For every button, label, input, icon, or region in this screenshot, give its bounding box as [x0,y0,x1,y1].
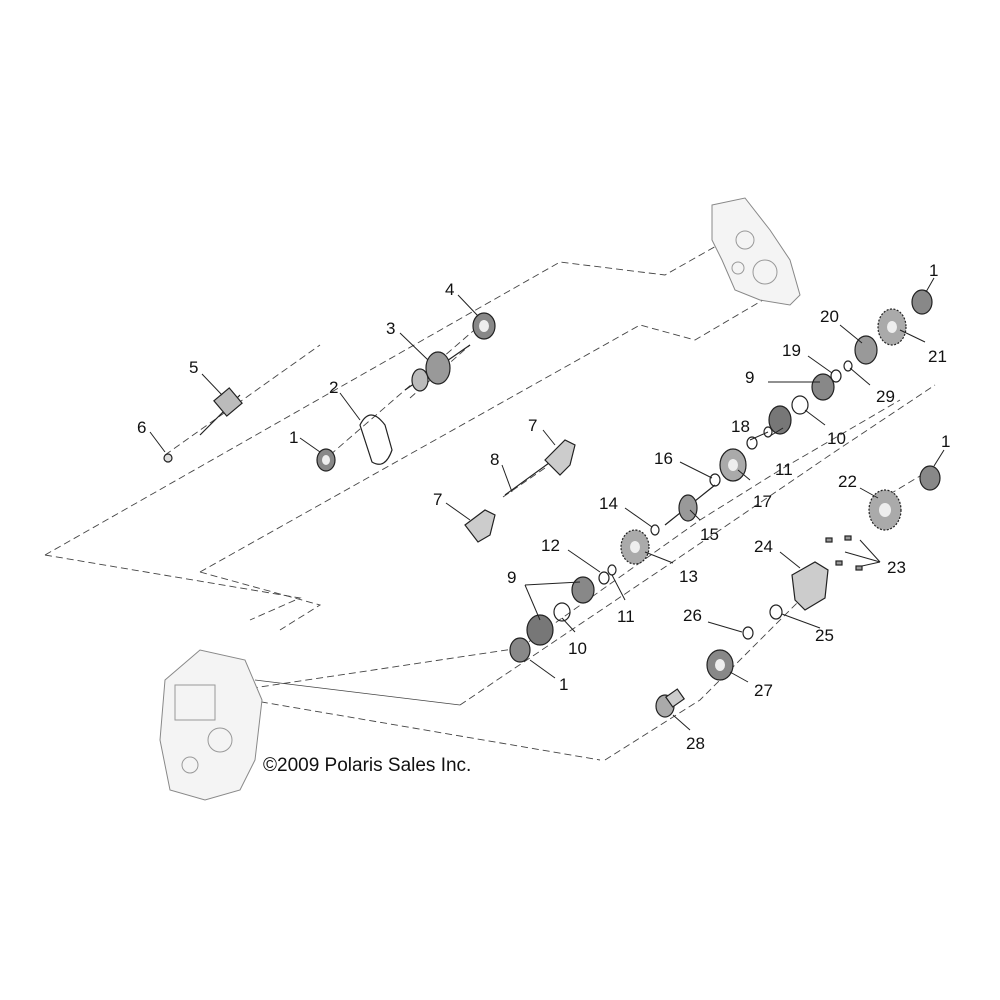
callout-28: 28 [686,734,705,753]
callout-1-right: 1 [941,432,950,451]
callout-27: 27 [754,681,773,700]
callout-25: 25 [815,626,834,645]
callout-4: 4 [445,280,454,299]
callout-5: 5 [189,358,198,377]
callout-17: 17 [753,492,772,511]
part-1-bearing-top-right [911,289,933,315]
callout-2: 2 [329,378,338,397]
callout-labels: 1 1 1 1 2 3 4 5 6 7 7 8 9 9 10 10 11 11 … [137,261,950,753]
part-24-bracket [791,561,829,611]
part-7-shift-fork-upper [544,439,576,476]
callout-15: 15 [700,525,719,544]
part-5-shift-shaft [199,387,243,436]
part-23-bolts [825,535,863,571]
transmission-case [159,649,263,801]
copyright-notice: ©2009 Polaris Sales Inc. [263,755,471,776]
callout-11-lower: 11 [617,607,635,626]
callout-29: 29 [876,387,895,406]
part-2-chain [359,414,393,465]
part-9-bearing-upper-a [768,405,792,435]
callout-14: 14 [599,494,618,513]
callout-23: 23 [887,558,906,577]
callout-9-upper: 9 [745,368,754,387]
part-10-ring-upper [791,395,809,415]
part-7-shift-fork-lower [464,509,496,543]
part-12-washer [598,571,610,585]
part-4-bearing [472,312,496,340]
callout-9-lower: 9 [507,568,516,587]
part-9-bearing-lower-b [571,576,595,604]
callout-20: 20 [820,307,839,326]
callout-7-upper: 7 [528,416,537,435]
callout-13: 13 [679,567,698,586]
part-6-ball [163,453,173,463]
part-22-gear [868,489,902,531]
callout-26: 26 [683,606,702,625]
callout-11-upper: 11 [775,460,793,479]
part-1-bearing-lower [509,637,531,663]
part-27-bearing [706,649,734,681]
callout-3: 3 [386,319,395,338]
part-3-input-shaft [404,344,471,392]
part-1-bearing [316,448,336,472]
assembly-guide-lines [44,244,936,761]
callout-12: 12 [541,536,560,555]
callout-21: 21 [928,347,947,366]
callout-1-left: 1 [289,428,298,447]
part-11-clip-upper [763,426,773,438]
part-9-bearing-upper-b [811,373,835,401]
part-18-washer [746,436,758,450]
callout-18: 18 [731,417,750,436]
callout-24: 24 [754,537,773,556]
callout-1-lower: 1 [559,675,568,694]
callout-19: 19 [782,341,801,360]
part-10-ring-lower [553,602,571,622]
leader-lines [149,277,945,731]
part-28-sleeve [655,688,686,718]
part-20-gear [854,335,878,365]
part-9-bearing-lower-a [526,614,554,646]
part-11-clip-lower [607,564,617,576]
callout-16: 16 [654,449,673,468]
part-19-washer [830,369,842,383]
callout-7-lower: 7 [433,490,442,509]
callout-6: 6 [137,418,146,437]
part-14-washer [650,524,660,536]
part-21-gear [877,308,907,346]
part-15-output-shaft [664,484,716,526]
gearcase-cover [711,197,801,306]
part-26-ring [742,626,754,640]
callout-10-upper: 10 [827,429,846,448]
callout-8: 8 [490,450,499,469]
part-1-bearing-right [919,465,941,491]
part-13-gear [620,529,650,565]
part-29-washer [843,360,853,372]
part-16-washer [709,473,721,487]
callout-1-top-right: 1 [929,261,938,280]
part-17-gear [719,448,747,482]
part-25-ring [769,604,783,620]
callout-10-lower: 10 [568,639,587,658]
callout-22: 22 [838,472,857,491]
parts [163,289,941,718]
